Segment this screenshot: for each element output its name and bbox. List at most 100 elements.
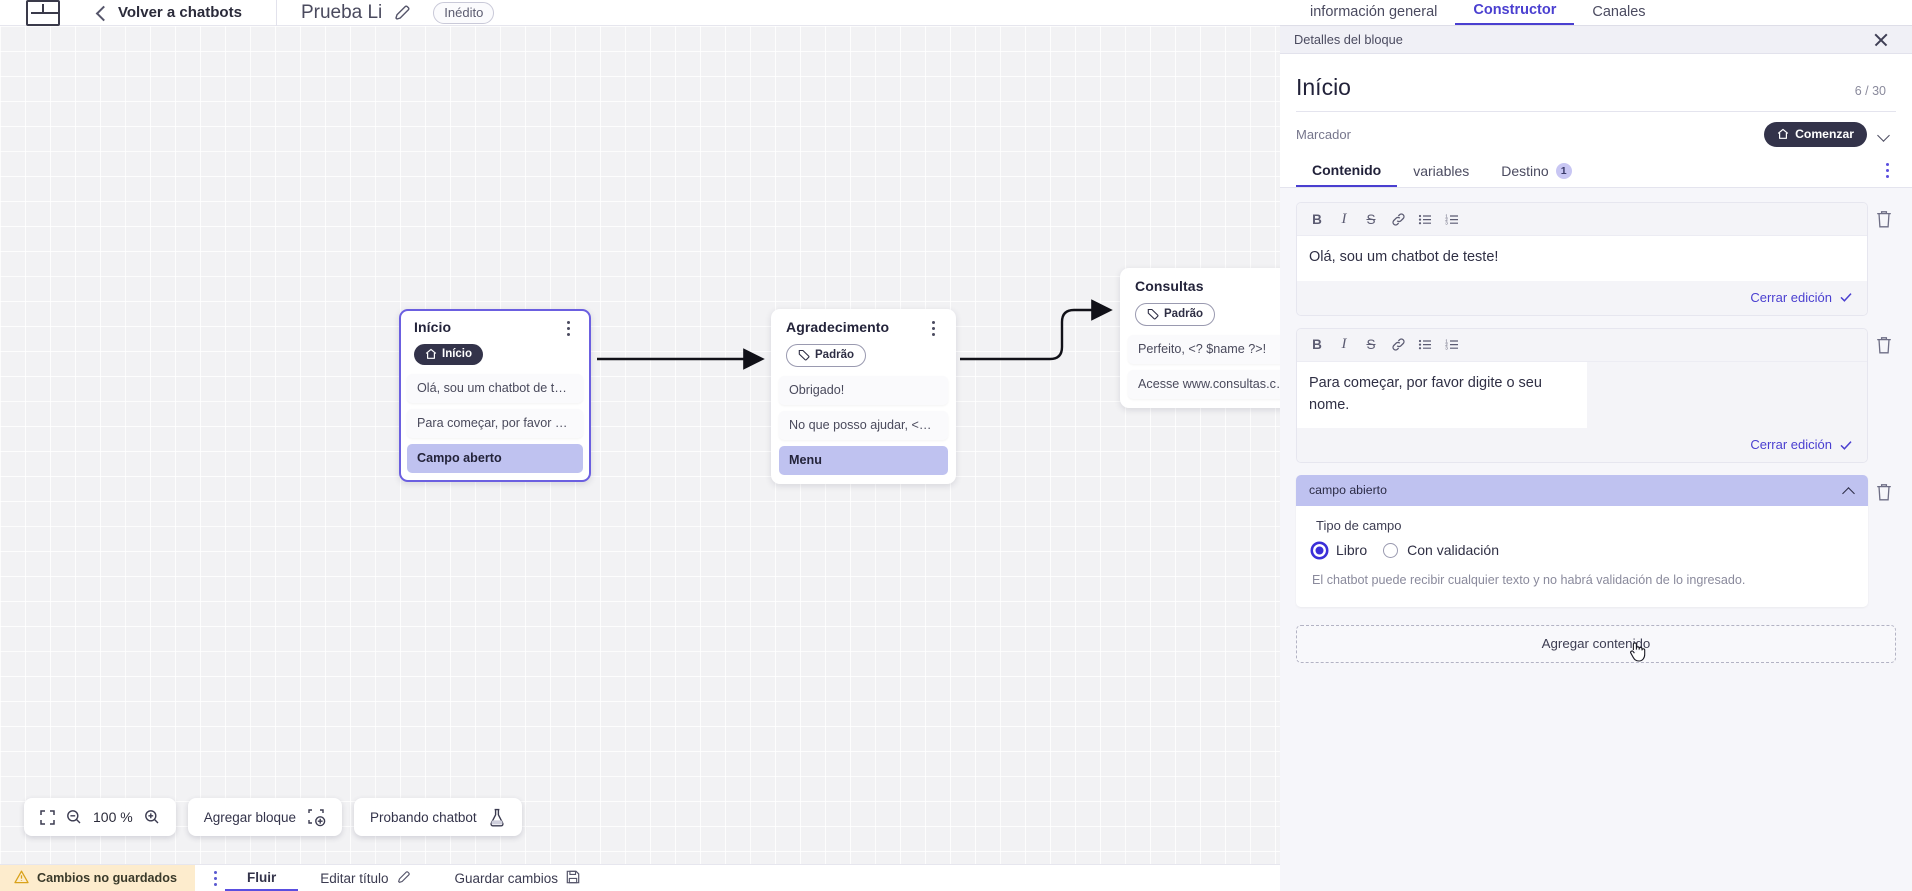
- node-title: Agradecimento: [786, 319, 890, 335]
- zoom-controls: 100 %: [24, 798, 176, 836]
- node-row[interactable]: Olá, sou um chatbot de teste!: [407, 374, 583, 403]
- subtab-destino[interactable]: Destino 1: [1485, 162, 1587, 186]
- node-title: Início: [414, 319, 452, 335]
- marker-control: Comenzar: [1764, 122, 1890, 147]
- close-icon[interactable]: [1872, 31, 1890, 49]
- bold-icon[interactable]: B: [1312, 337, 1322, 353]
- save-changes-label: Guardar cambios: [454, 870, 559, 886]
- tab-informacion-general[interactable]: información general: [1310, 4, 1438, 20]
- field-card-header[interactable]: campo abierto: [1296, 475, 1868, 507]
- add-block-icon: [307, 808, 326, 827]
- destino-count-badge: 1: [1555, 162, 1572, 179]
- delete-block-icon[interactable]: [1874, 335, 1896, 357]
- italic-icon[interactable]: I: [1341, 336, 1347, 353]
- bullet-list-icon[interactable]: [1413, 208, 1437, 230]
- radio-option-con-validacion[interactable]: Con validación: [1383, 542, 1499, 558]
- node-row[interactable]: Obrigado!: [779, 376, 948, 405]
- radio-libro-input[interactable]: [1312, 542, 1327, 558]
- node-row[interactable]: No que posso ajudar, <? $name ...: [779, 411, 948, 440]
- add-content-button[interactable]: Agregar contenido: [1296, 624, 1896, 663]
- node-tag-label: Início: [442, 348, 473, 360]
- radio-con-validacion-input[interactable]: [1383, 542, 1399, 558]
- svg-text:2: 2: [1445, 217, 1448, 222]
- subtab-destino-label: Destino: [1501, 162, 1549, 179]
- zoom-out-icon[interactable]: [66, 809, 82, 825]
- svg-text:1: 1: [1445, 213, 1448, 218]
- node-header: Consultas: [1128, 278, 1302, 296]
- panel-body: Início 6 / 30 Marcador Comenzar Contenid…: [1280, 54, 1912, 891]
- radio-con-validacion-label: Con validación: [1407, 542, 1499, 559]
- add-block-button[interactable]: Agregar bloque: [187, 798, 343, 836]
- node-menu-icon[interactable]: [927, 319, 941, 337]
- radio-option-libro[interactable]: Libro: [1312, 542, 1367, 558]
- field-block: campo abierto Tipo de campo Libro: [1296, 475, 1896, 607]
- node-rows: Olá, sou um chatbot de teste! Para começ…: [407, 374, 583, 473]
- flow-node-agradecimento[interactable]: Agradecimento Padrão Obrigado! No que po…: [771, 309, 956, 484]
- chevron-up-icon[interactable]: [1842, 484, 1855, 497]
- node-row[interactable]: Campo aberto: [407, 444, 583, 473]
- subtab-variables[interactable]: variables: [1397, 163, 1485, 186]
- tab-fluir[interactable]: Fluir: [224, 865, 299, 891]
- marker-chip-comenzar[interactable]: Comenzar: [1764, 122, 1867, 147]
- link-icon[interactable]: [1386, 334, 1410, 356]
- close-edit-label: Cerrar edición: [1750, 437, 1832, 453]
- field-card-body: Tipo de campo Libro Con validación: [1296, 506, 1868, 607]
- node-tag-inicio: Início: [414, 344, 484, 365]
- node-menu-icon[interactable]: [562, 319, 576, 337]
- zoom-level: 100 %: [93, 809, 133, 825]
- chevron-left-icon[interactable]: [94, 6, 108, 20]
- flow-node-inicio[interactable]: Início Início Olá, sou um chatbot de tes…: [399, 309, 591, 482]
- fit-screen-icon[interactable]: [40, 809, 55, 825]
- link-icon[interactable]: [1386, 208, 1410, 230]
- close-edit-label: Cerrar edición: [1750, 289, 1832, 305]
- back-to-chatbots-link[interactable]: Volver a chatbots: [118, 4, 242, 21]
- bottom-menu-icon[interactable]: [205, 865, 225, 891]
- open-field-card: campo abierto Tipo de campo Libro: [1296, 475, 1868, 607]
- field-type-label: Tipo de campo: [1316, 518, 1402, 534]
- editor-text-body[interactable]: Olá, sou um chatbot de teste!: [1297, 236, 1867, 281]
- test-chatbot-button[interactable]: Probando chatbot: [354, 798, 522, 836]
- bullet-list-icon[interactable]: [1413, 334, 1437, 356]
- chevron-down-icon[interactable]: [1877, 128, 1890, 141]
- save-changes-button[interactable]: Guardar cambios: [433, 865, 603, 891]
- node-row[interactable]: Acesse www.consultas.com par...: [1128, 370, 1302, 399]
- tab-canales[interactable]: Canales: [1592, 4, 1646, 20]
- tab-constructor[interactable]: Constructor: [1455, 2, 1575, 25]
- zoom-in-icon[interactable]: [144, 809, 160, 825]
- logo-icon[interactable]: [26, 0, 60, 26]
- strikethrough-icon[interactable]: S: [1366, 337, 1376, 353]
- field-hint-text: El chatbot puede recibir cualquier texto…: [1312, 573, 1746, 588]
- subtab-contenido[interactable]: Contenido: [1296, 162, 1398, 187]
- panel-header-title: Detalles del bloque: [1294, 32, 1403, 47]
- node-title: Consultas: [1135, 278, 1204, 294]
- edit-title-button[interactable]: Editar título: [298, 865, 432, 891]
- check-icon: [1840, 440, 1852, 450]
- marker-label: Marcador: [1296, 127, 1351, 142]
- bold-icon[interactable]: B: [1312, 211, 1322, 227]
- close-edit-button[interactable]: Cerrar edición: [1750, 437, 1853, 452]
- pencil-icon[interactable]: [394, 4, 411, 21]
- node-row[interactable]: Para começar, por favor digite o ...: [407, 409, 583, 438]
- divider: [1296, 111, 1896, 112]
- node-tag-padrao: Padrão: [1135, 303, 1215, 326]
- delete-block-icon[interactable]: [1874, 209, 1896, 231]
- delete-field-icon[interactable]: [1874, 482, 1896, 504]
- editor-text-body[interactable]: Para começar, por favor digite o seu nom…: [1297, 361, 1587, 429]
- italic-icon[interactable]: I: [1341, 210, 1347, 227]
- field-type-radio-group: Libro Con validación: [1312, 542, 1852, 558]
- node-row[interactable]: Perfeito, <? $name ?>!: [1128, 335, 1302, 364]
- close-edit-button[interactable]: Cerrar edición: [1750, 290, 1853, 305]
- strikethrough-icon[interactable]: S: [1366, 211, 1376, 227]
- flow-node-consultas[interactable]: Consultas Padrão Perfeito, <? $name ?>! …: [1120, 268, 1310, 408]
- node-row[interactable]: Menu: [779, 446, 948, 475]
- panel-overflow-menu-icon[interactable]: [1880, 161, 1896, 181]
- svg-text:3: 3: [1445, 346, 1448, 351]
